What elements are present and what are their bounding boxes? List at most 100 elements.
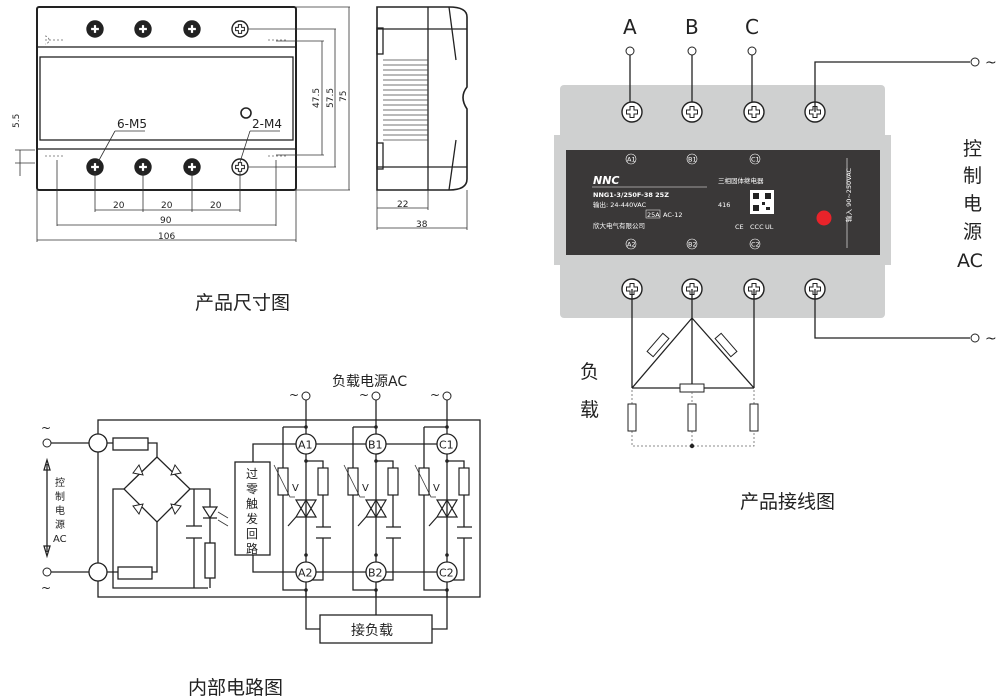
dimension-drawing: 6-M5 2-M4 20 20 20 90 106 47.5 57.5 75 5… [12,6,468,314]
model-number: NNG1-3/250F-38 25Z [593,191,669,199]
screw-slot [90,24,100,34]
screw-slot [686,106,698,118]
load-box [319,614,433,644]
screw-slot [90,162,100,172]
load-wires [305,590,448,630]
load-supply-terminal [371,391,381,401]
screw-slot [187,162,197,172]
snubber-capacitor [457,526,472,539]
terminal-label: A2 [627,241,636,249]
status-led [816,210,832,226]
svg-text:过: 过 [246,467,258,481]
junction-dot [304,425,308,429]
junction-dot [374,459,378,463]
terminal-mark [686,153,698,165]
screw-icon [86,20,104,38]
phase-label: A [623,15,637,39]
product-name: 三相固体继电器 [718,176,764,185]
phase-terminal [625,46,635,56]
phase-label: B [685,15,699,39]
input-spec: 输入 90~250VAC [844,167,853,222]
dim-pitch-2: 20 [161,201,173,211]
control-terminal-top [970,57,980,67]
relay-side-view: 22 38 [376,6,468,230]
svg-text:源: 源 [55,518,65,531]
control-supply-label: 控 制 电 源 AC [957,138,983,272]
dim-pitch-1: 20 [113,201,125,211]
control-input-terminal [42,438,52,448]
triac-icon [428,498,459,527]
tilde-top: ~ [985,55,997,71]
screw-icon [134,20,152,38]
internal-control-label: 控 制 电 源 AC [53,476,67,545]
junction-dot [304,553,308,557]
double-arrow-icon [43,457,51,559]
terminal-circle [365,561,387,583]
terminal-mark [625,153,637,165]
terminal-label: A1 [627,156,636,164]
varistor-slash [343,464,365,498]
optocoupler-led-icon [201,506,219,520]
snubber-resistor [317,467,329,496]
front-panel-frame [36,46,297,150]
zero-cross-label: 过 零 触 发 回 路 [246,467,258,556]
junction-dot [445,459,449,463]
screw-icon [231,20,249,38]
screw-icon [134,158,152,176]
tilde: ~ [41,581,51,595]
varistor [277,467,289,496]
bridge-rectifier-icon [123,456,191,523]
dim-side-38: 38 [416,220,428,230]
indicator-hole-icon [240,107,252,119]
dim-mount-width: 90 [160,216,172,226]
batch-code: 416 [718,201,730,209]
screw-slot [187,24,197,34]
svg-text:控: 控 [55,476,65,489]
svg-text:电: 电 [55,504,65,517]
light-arrows-icon [217,511,229,527]
terminal-circle [295,433,317,455]
terminal-mark [749,238,761,250]
screw-label-m4: 2-M4 [252,117,282,131]
dim-side-22: 22 [397,200,408,210]
varistor-slash [414,464,436,498]
svg-text:源: 源 [963,221,982,243]
phase-terminal [747,46,757,56]
current-rating: 25A [647,211,660,219]
company-name: 欣大电气有限公司 [593,221,645,230]
svg-text:发: 发 [246,511,258,526]
tilde: ~ [289,388,299,402]
terminal-circle [436,433,458,455]
terminal-label: B1 [688,156,697,164]
utilization-category: AC-12 [663,211,683,219]
control-input-terminal [42,567,52,577]
front-panel-inner [39,56,294,141]
terminal-label: C1 [439,439,454,452]
vertical-dimension-lines [15,6,350,191]
horizontal-dimension-lines [36,160,297,242]
internal-circuit: ~ ~ 控 制 电 源 AC 过 零 触 发 回 路 [41,374,481,699]
screw-slot [138,162,148,172]
varistor-mark: V [433,483,440,494]
screw-icon [183,20,201,38]
svg-text:零: 零 [246,482,258,496]
relay-label-panel [566,150,880,255]
wiring-diagram-caption: 产品接线图 [740,491,835,513]
input-resistor [112,437,149,451]
load-label-2: 载 [580,399,599,421]
varistor [347,467,359,496]
dim-pitch-3: 20 [210,201,222,211]
relay-front-outline [36,6,297,191]
internal-circuit-caption: 内部电路图 [188,677,283,699]
screw-icon [231,158,249,176]
svg-text:AC: AC [53,534,67,545]
snubber-capacitor [316,526,331,539]
phase-label: C [745,15,759,39]
control-terminal-bottom [970,333,980,343]
delta-resistor [679,383,705,393]
